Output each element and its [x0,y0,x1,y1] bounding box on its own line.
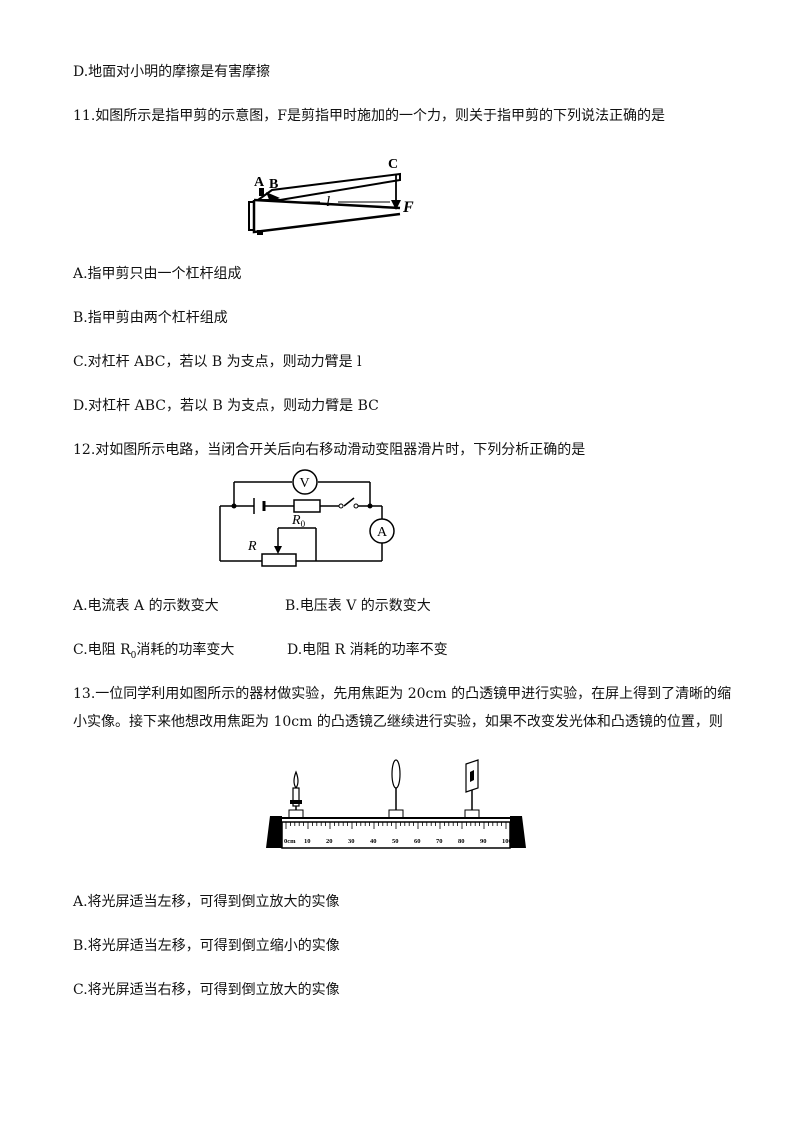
label-l: l [326,194,330,210]
q12-option-a: A.电流表 A 的示数变大 [73,598,219,614]
ruler-label: 80 [458,838,465,845]
q13-option-a: A.将光屏适当左移，可得到倒立放大的实像 [73,894,340,910]
label-c: C [388,157,398,172]
ruler-label: 40 [370,838,377,845]
q11-stem: 11.如图所示是指甲剪的示意图，F是剪指甲时施加的一个力，则关于指甲剪的下列说法… [73,108,665,124]
q11-option-c: C.对杠杆 ABC，若以 B 为支点，则动力臂是 l [73,354,362,370]
q10-option-d: D.地面对小明的摩擦是有害摩擦 [73,64,271,80]
q12-stem: 12.对如图所示电路，当闭合开关后向右移动滑动变阻器滑片时，下列分析正确的是 [73,442,586,458]
r0-label: R0 [291,513,306,529]
ruler-label: 70 [436,838,443,845]
q13-stem-line1: 13.一位同学利用如图所示的器材做实验，先用焦距为 20cm 的凸透镜甲进行实验… [73,686,732,702]
q11-option-d: D.对杠杆 ABC，若以 B 为支点，则动力臂是 BC [73,398,379,414]
r-label: R [247,539,257,554]
voltmeter-label: V [300,476,310,491]
ruler-label: 0cm [284,838,296,845]
circuit-figure: V A R0 R [219,469,395,567]
label-f: F [402,199,414,216]
ruler-label: 90 [480,838,487,845]
q12-option-b: B.电压表 V 的示数变大 [285,598,431,614]
ruler-label: 100 [502,838,512,845]
nail-clipper-figure: A B C l F [248,157,414,235]
q12-option-c: C.电阻 R0消耗的功率变大 [73,642,235,661]
ruler-label: 10 [304,838,311,845]
q11-option-b: B.指甲剪由两个杠杆组成 [73,310,228,326]
ruler-label: 60 [414,838,421,845]
ruler-label: 20 [326,838,333,845]
q12-option-d: D.电阻 R 消耗的功率不变 [287,642,448,658]
label-b: B [269,177,278,192]
ruler-label: 50 [392,838,399,845]
optical-bench-figure: 0cm 10 20 30 40 50 60 70 80 90 100 [266,759,526,849]
ruler-label: 30 [348,838,355,845]
q11-option-a: A.指甲剪只由一个杠杆组成 [73,266,242,282]
ammeter-label: A [377,525,388,540]
q13-option-c: C.将光屏适当右移，可得到倒立放大的实像 [73,982,340,998]
label-a: A [254,175,265,190]
q13-stem-line2: 小实像。接下来他想改用焦距为 10cm 的凸透镜乙继续进行实验，如果不改变发光体… [73,714,723,730]
q13-option-b: B.将光屏适当左移，可得到倒立缩小的实像 [73,938,340,954]
